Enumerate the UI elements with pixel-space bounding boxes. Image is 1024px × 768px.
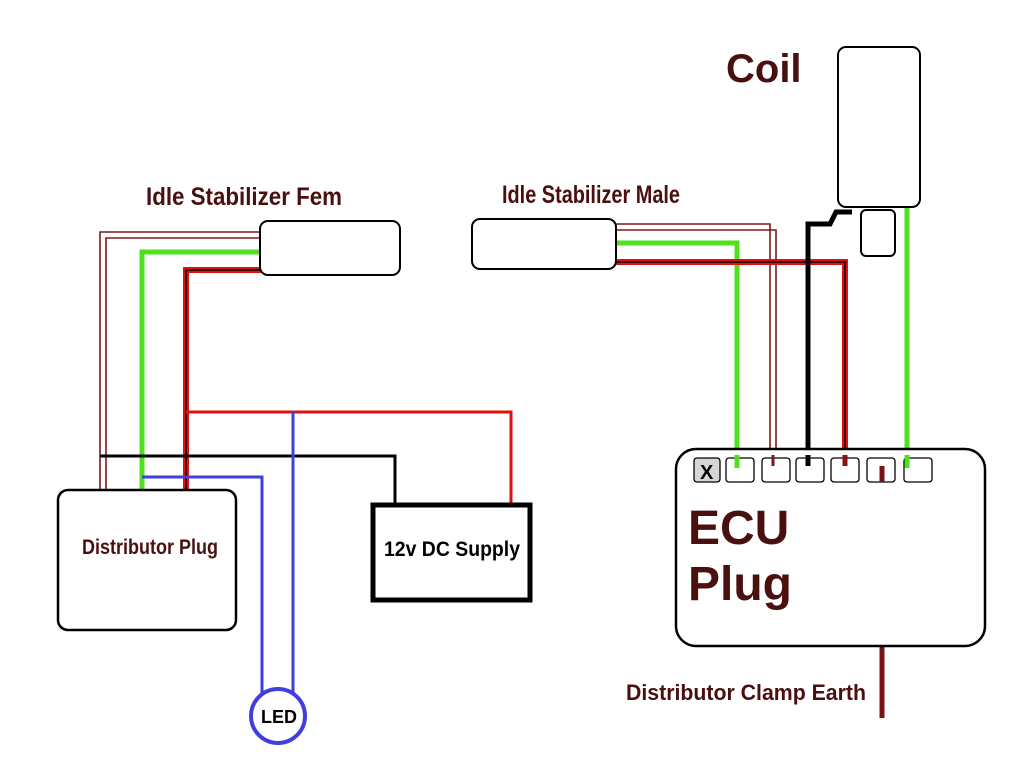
wire-red-right-core bbox=[614, 261, 846, 460]
wire-blue-led-1 bbox=[142, 475, 264, 700]
distributor-plug-label: Distributor Plug bbox=[82, 536, 218, 559]
wire-red-left-core bbox=[185, 269, 262, 490]
wire-green-right bbox=[614, 240, 740, 460]
ecu-label-line2: Plug bbox=[688, 558, 792, 611]
wire-black-coil bbox=[805, 209, 852, 460]
idle-stabilizer-male-connector bbox=[471, 218, 617, 270]
wire-red-supply bbox=[186, 410, 513, 505]
dc-supply-label: 12v DC Supply bbox=[384, 538, 520, 561]
wire-brown-pair-left bbox=[99, 231, 262, 492]
ecu-pin-x-label: X bbox=[700, 462, 714, 484]
dc-supply-box bbox=[370, 502, 533, 603]
ecu-pin bbox=[903, 457, 933, 483]
idle-stabilizer-fem-label: Idle Stabilizer Fem bbox=[146, 183, 342, 211]
led-circle bbox=[249, 687, 307, 745]
ecu-pin-x bbox=[693, 457, 721, 483]
coil-label: Coil bbox=[726, 47, 802, 91]
ecu-plug-box bbox=[674, 447, 987, 648]
ecu-label-line1: ECU bbox=[688, 502, 789, 555]
idle-stabilizer-male-label: Idle Stabilizer Male bbox=[502, 181, 680, 209]
wire-green-left bbox=[139, 249, 262, 490]
ecu-pin bbox=[761, 457, 791, 483]
coil-body bbox=[837, 46, 921, 208]
distributor-plug-box bbox=[56, 488, 238, 632]
wire-black-supply bbox=[100, 454, 397, 505]
idle-stabilizer-fem-connector bbox=[259, 220, 401, 276]
led-label: LED bbox=[261, 707, 297, 727]
wire-brown-pair-right bbox=[614, 223, 777, 458]
distributor-clamp-earth-label: Distributor Clamp Earth bbox=[626, 680, 866, 705]
coil-tower bbox=[860, 209, 896, 257]
ecu-pin bbox=[725, 457, 755, 483]
